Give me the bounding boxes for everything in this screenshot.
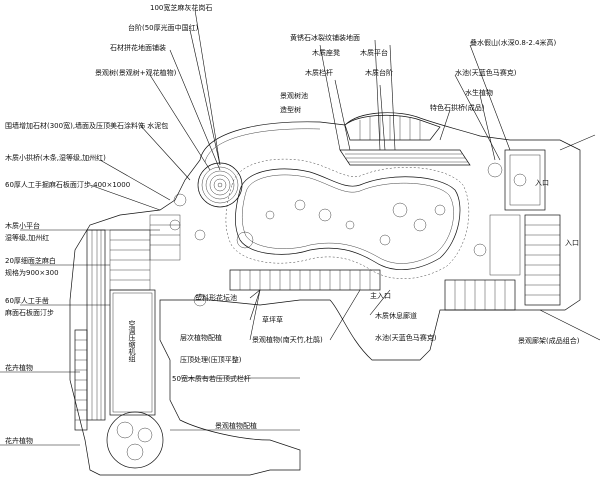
label-right-4: 入口 (565, 239, 579, 247)
label-upper-mid-2: 木质平台 (360, 48, 388, 57)
label-center-1: 塑料形花坛池 (195, 293, 237, 302)
label-right-2: 水池(天蓝色马赛克) (455, 68, 517, 77)
label-top-center-2: 台阶(50厚光面中国红) (128, 23, 199, 32)
lower-railing (229, 269, 381, 291)
label-side: 入口 (535, 179, 549, 187)
label-center-3: 景观植物(南天竹,杜鹃) (252, 335, 323, 344)
trees (169, 162, 527, 307)
label-left-1: 围墙增加石材(300宽),墙面及压顶美石涂料饰 水泥包 (5, 121, 168, 130)
label-upper-mid-4: 木质栏杆 (305, 68, 333, 77)
label-upper-mid-1: 木质座凳 (312, 48, 340, 57)
label-right-7: 水池(天蓝色马赛克) (375, 333, 437, 342)
label-left-4: 木质小平台 (5, 221, 40, 230)
left-stepping-stones (109, 214, 181, 291)
pebble-border (225, 158, 469, 279)
label-upper-mid-8: 特色石拱桥(成品) (430, 103, 485, 112)
label-left-6: 20厚细面芝麻白 (5, 256, 56, 265)
label-right-6: 木质休息廊道 (375, 311, 417, 320)
label-top-center-1: 100宽芝麻灰花岗石 (150, 3, 212, 12)
label-top-center-4: 景观树(景观树+观花植物) (95, 68, 177, 77)
label-left-10: 花卉植物 (5, 363, 33, 372)
label-upper-mid-6: 景观树池 (280, 91, 308, 100)
label-left-9: 麻面石板面汀步 (5, 308, 54, 317)
label-left-3: 60厚人工手掘麻石板面汀步,400×1000 (5, 180, 130, 189)
bottom-planting-circle (106, 411, 164, 469)
label-center-5: 压顶处理(压顶平整) (180, 355, 242, 364)
label-upper-mid-3: 黄锈石冰裂纹铺装地面 (290, 33, 360, 42)
leader-lines (0, 9, 600, 446)
label-upper-mid-5: 木质台阶 (365, 68, 393, 77)
label-left-5: 湿等级,加州红 (5, 233, 49, 242)
label-center-2: 草坪草 (262, 315, 283, 324)
spiral-paving (197, 162, 243, 208)
label-upper-mid-7: 造型树 (280, 105, 301, 114)
pond (235, 168, 461, 270)
label-left-2: 木质小拱桥(木条,湿等级,加州红) (5, 153, 106, 162)
equipment-room: 空调压缩机组 (109, 289, 156, 416)
right-pavilion (444, 149, 561, 311)
label-right-3: 水生植物 (465, 88, 493, 97)
label-left-8: 60厚人工手凿 (5, 296, 49, 305)
label-bottom-1: 景观植物配植 (215, 421, 257, 430)
pool-text: 空调压缩机组 (128, 319, 136, 362)
label-right-5: 景观廊架(成品组合) (518, 336, 580, 345)
left-wall-strip (74, 229, 106, 431)
label-top-center-3: 石材拼花地面铺装 (110, 43, 166, 52)
label-left-11: 花卉植物 (5, 436, 33, 445)
label-right-1: 叠水假山(水深0.8-2.4米高) (470, 38, 557, 47)
upper-deck (339, 114, 471, 166)
label-center-4: 层次植物配植 (180, 333, 222, 342)
label-center-6: 50宽木质有若压顶式栏杆 (172, 374, 251, 383)
label-entry: 主入口 (370, 291, 391, 300)
label-left-7: 规格为900×300 (5, 268, 59, 277)
